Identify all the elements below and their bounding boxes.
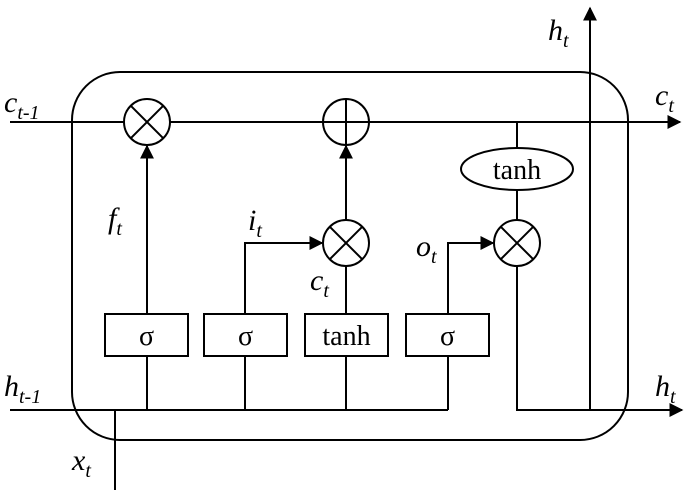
output-gate-label: σ xyxy=(440,321,455,352)
hidden-output-path xyxy=(516,258,684,417)
h-next-right-label: ht xyxy=(655,370,676,408)
forget-gate-label: σ xyxy=(139,321,154,352)
add-icon xyxy=(322,98,370,146)
multiply-icon xyxy=(123,98,171,146)
input-gate-output-arrow xyxy=(244,236,324,314)
c-next-label: ct xyxy=(655,79,674,117)
h-next-top-label: ht xyxy=(548,14,569,52)
candidate-gate: tanh xyxy=(304,313,389,357)
candidate-gate-label: tanh xyxy=(322,321,370,352)
multiply-icon xyxy=(493,219,541,267)
input-gate-label: σ xyxy=(238,321,253,352)
forget-gate: σ xyxy=(104,313,189,357)
input-gate-output-label: it xyxy=(248,204,262,242)
cell-tanh-label: tanh xyxy=(493,155,541,186)
input-gate: σ xyxy=(203,313,288,357)
h-prev-label: ht-1 xyxy=(4,370,41,408)
output-gate: σ xyxy=(405,313,490,357)
cell-body xyxy=(71,71,629,441)
x-input-label: xt xyxy=(71,444,91,482)
multiply-icon xyxy=(322,219,370,267)
output-gate-output-arrow xyxy=(447,236,495,314)
cell-tanh: tanh xyxy=(460,147,574,191)
output-gate-output-label: ot xyxy=(416,230,437,268)
candidate-output-label: ct xyxy=(310,264,329,302)
forget-gate-output-label: ft xyxy=(108,202,122,240)
c-prev-label: ct-1 xyxy=(4,86,40,124)
